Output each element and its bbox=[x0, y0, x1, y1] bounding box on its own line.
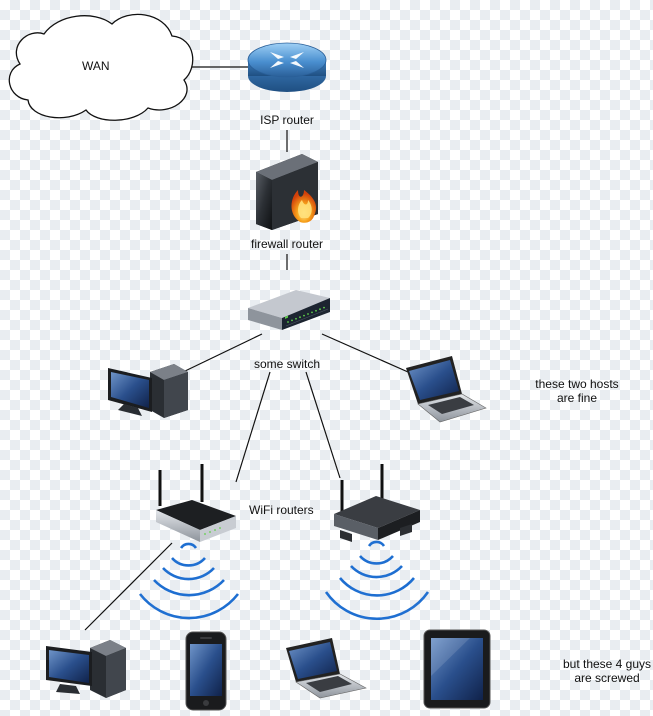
screwed-hosts-note-line1: but these 4 guys bbox=[562, 657, 652, 671]
laptop-icon bbox=[406, 356, 487, 423]
wifi-signal-icon bbox=[138, 542, 240, 620]
link-wifi-desktop bbox=[84, 542, 173, 631]
laptop-icon bbox=[286, 638, 367, 699]
cloud-icon bbox=[8, 13, 194, 121]
wifi-router-icon bbox=[334, 464, 420, 542]
desktop-computer-icon bbox=[46, 640, 126, 698]
router-icon bbox=[247, 42, 327, 92]
wan-label: WAN bbox=[82, 59, 110, 73]
firewall-icon bbox=[256, 154, 318, 230]
link-switch-wifi-right bbox=[305, 371, 341, 479]
isp-router-label: ISP router bbox=[260, 113, 314, 127]
switch-ports bbox=[287, 306, 325, 323]
firewall-router-label: firewall router bbox=[250, 237, 324, 251]
fine-hosts-note-line2: are fine bbox=[556, 391, 598, 405]
switch-label: some switch bbox=[253, 357, 321, 371]
wifi-router-icon bbox=[156, 464, 236, 542]
desktop-computer-icon bbox=[108, 364, 188, 418]
tablet-icon bbox=[423, 629, 491, 709]
link-switch-wifi-left bbox=[235, 371, 271, 483]
fine-hosts-note: these two hosts are fine bbox=[522, 377, 632, 405]
wifi-routers-label: WiFi routers bbox=[249, 503, 314, 517]
link-switch-desktop bbox=[182, 333, 263, 373]
fine-hosts-note-line1: these two hosts bbox=[535, 377, 619, 391]
switch-icon bbox=[248, 290, 330, 330]
smartphone-icon bbox=[185, 631, 227, 711]
connections bbox=[84, 66, 409, 631]
screwed-hosts-note: but these 4 guys are screwed bbox=[552, 657, 653, 685]
screwed-hosts-note-line2: are screwed bbox=[574, 671, 640, 685]
wifi-signal-icon bbox=[324, 540, 430, 620]
link-switch-laptop bbox=[321, 333, 409, 373]
